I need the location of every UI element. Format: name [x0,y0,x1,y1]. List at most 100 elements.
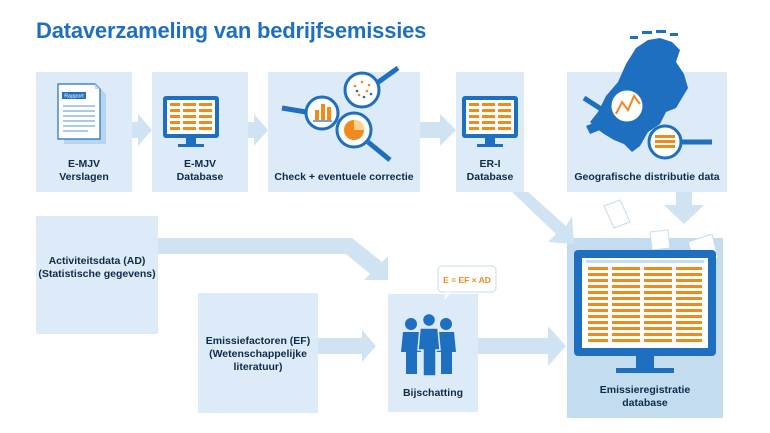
table-cell-bar [612,303,640,306]
table-cell-bar [644,279,672,282]
label-line2: (Statistische gegevens) [38,268,156,280]
table-cell-bar [676,303,702,306]
monitor-emissieregistratie-icon [574,250,716,373]
table-cell-bar [612,273,640,276]
node-geo-label: Geografische distributie data [574,171,720,183]
arrow-activiteitsdata-to-bijschatting [158,238,388,280]
table-cell-bar [676,285,702,288]
table-cell-bar [612,297,640,300]
node-emissiefactoren-box [198,293,318,413]
monitor-database-icon [163,96,219,147]
table-cell-bar [588,321,608,324]
label-line2: Verslagen [59,171,109,183]
label-line1: E-MJV [183,158,217,170]
label-line2: Database [176,171,224,183]
table-cell-bar [644,321,672,324]
table-cell-bar [612,315,640,318]
table-cell-bar [644,303,672,306]
table-cell-bar [588,315,608,318]
magnifier-line-chart-icon [582,87,646,125]
table-cell-bar [644,267,672,270]
table-cell-bar [676,339,702,342]
magnifier-pie-chart-icon [335,111,392,162]
magnifier-bar-chart-icon [281,95,340,131]
table-cell-bar [676,309,702,312]
node-emissiefactoren-label: Emissiefactoren (EF) (Wetenschappelijke … [198,335,318,374]
table-cell-bar [612,333,640,336]
table-cell-bar [676,273,702,276]
table-cell-bar [588,333,608,336]
arrow-database-to-check [248,114,268,146]
node-emissieregistratie-label: Emissieregistratie database [567,384,723,410]
arrow-eri-to-emissieregistratie [512,192,574,244]
table-cell-bar [676,279,702,282]
table-cell-bar [588,267,608,270]
table-cell-bar [644,285,672,288]
table-cell-bar [588,303,608,306]
node-emjv-verslagen-label: E-MJV Verslagen [36,158,132,184]
table-cell-bar [612,309,640,312]
node-activiteitsdata-label: Activiteitsdata (AD) (Statistische gegev… [36,255,158,281]
table-cell-bar [588,309,608,312]
table-cell-bar [644,333,672,336]
table-cell-bar [676,291,702,294]
arrow-emissiefactoren-to-bijschatting [318,330,376,362]
monitor-eri-database-icon [462,96,518,147]
node-bijschatting-label: Bijschatting [402,387,464,399]
table-cell-bar [612,285,640,288]
page-title: Dataverzameling van bedrijfsemissies [36,18,427,43]
label-line1: Activiteitsdata (AD) [48,255,146,267]
table-cell-bar [588,273,608,276]
formula-speech-bubble: E = EF × AD [437,265,497,300]
table-cell-bar [588,297,608,300]
table-cell-bar [612,267,640,270]
magnifier-scatter-icon [343,65,400,109]
table-cell-bar [644,339,672,342]
arrow-verslagen-to-database [132,114,152,146]
label-line1: ER-I [479,158,501,170]
svg-text:E = EF × AD: E = EF × AD [443,275,491,285]
table-cell-bar [588,279,608,282]
table-cell-bar [612,321,640,324]
table-cell-bar [588,339,608,342]
node-activiteitsdata-box [36,216,158,334]
label-line1: E-MJV [67,158,101,170]
arrow-geo-to-emissieregistratie [664,192,704,224]
table-cell-bar [676,327,702,330]
table-cell-bar [644,315,672,318]
table-cell-bar [676,315,702,318]
label-line1: Emissieregistratie [599,384,691,396]
table-cell-bar [644,291,672,294]
svg-text:Rapport: Rapport [64,94,84,100]
table-cell-bar [588,285,608,288]
table-cell-bar [676,333,702,336]
label-line1: Emissiefactoren (EF) [205,335,311,347]
document-icon: Rapport [57,83,106,144]
node-eri-database-label: ER-I Database [456,158,524,184]
arrow-bijschatting-to-emissieregistratie [478,326,566,366]
table-cell-bar [644,273,672,276]
table-cell-bar [588,291,608,294]
table-cell-bar [644,327,672,330]
people-group-icon [401,312,456,377]
arrow-check-to-eri [420,114,456,146]
table-cell-bar [588,327,608,330]
label-line3: literatuur) [233,361,283,373]
table-cell-bar [644,309,672,312]
table-cell-bar [612,339,640,342]
node-check-label: Check + eventuele correctie [274,171,414,183]
label-line2: database [622,397,668,409]
table-cell-bar [612,279,640,282]
table-cell-bar [676,267,702,270]
magnifier-table-icon [647,124,712,160]
label-line2: (Wetenschappelijke [209,348,307,360]
arrows [132,114,704,366]
label-line2: Database [466,171,514,183]
table-cell-bar [612,327,640,330]
table-cell-bar [644,297,672,300]
table-cell-bar [612,291,640,294]
table-cell-bar [676,321,702,324]
table-cell-bar [676,297,702,300]
node-emjv-database-label: E-MJV Database [152,158,248,184]
